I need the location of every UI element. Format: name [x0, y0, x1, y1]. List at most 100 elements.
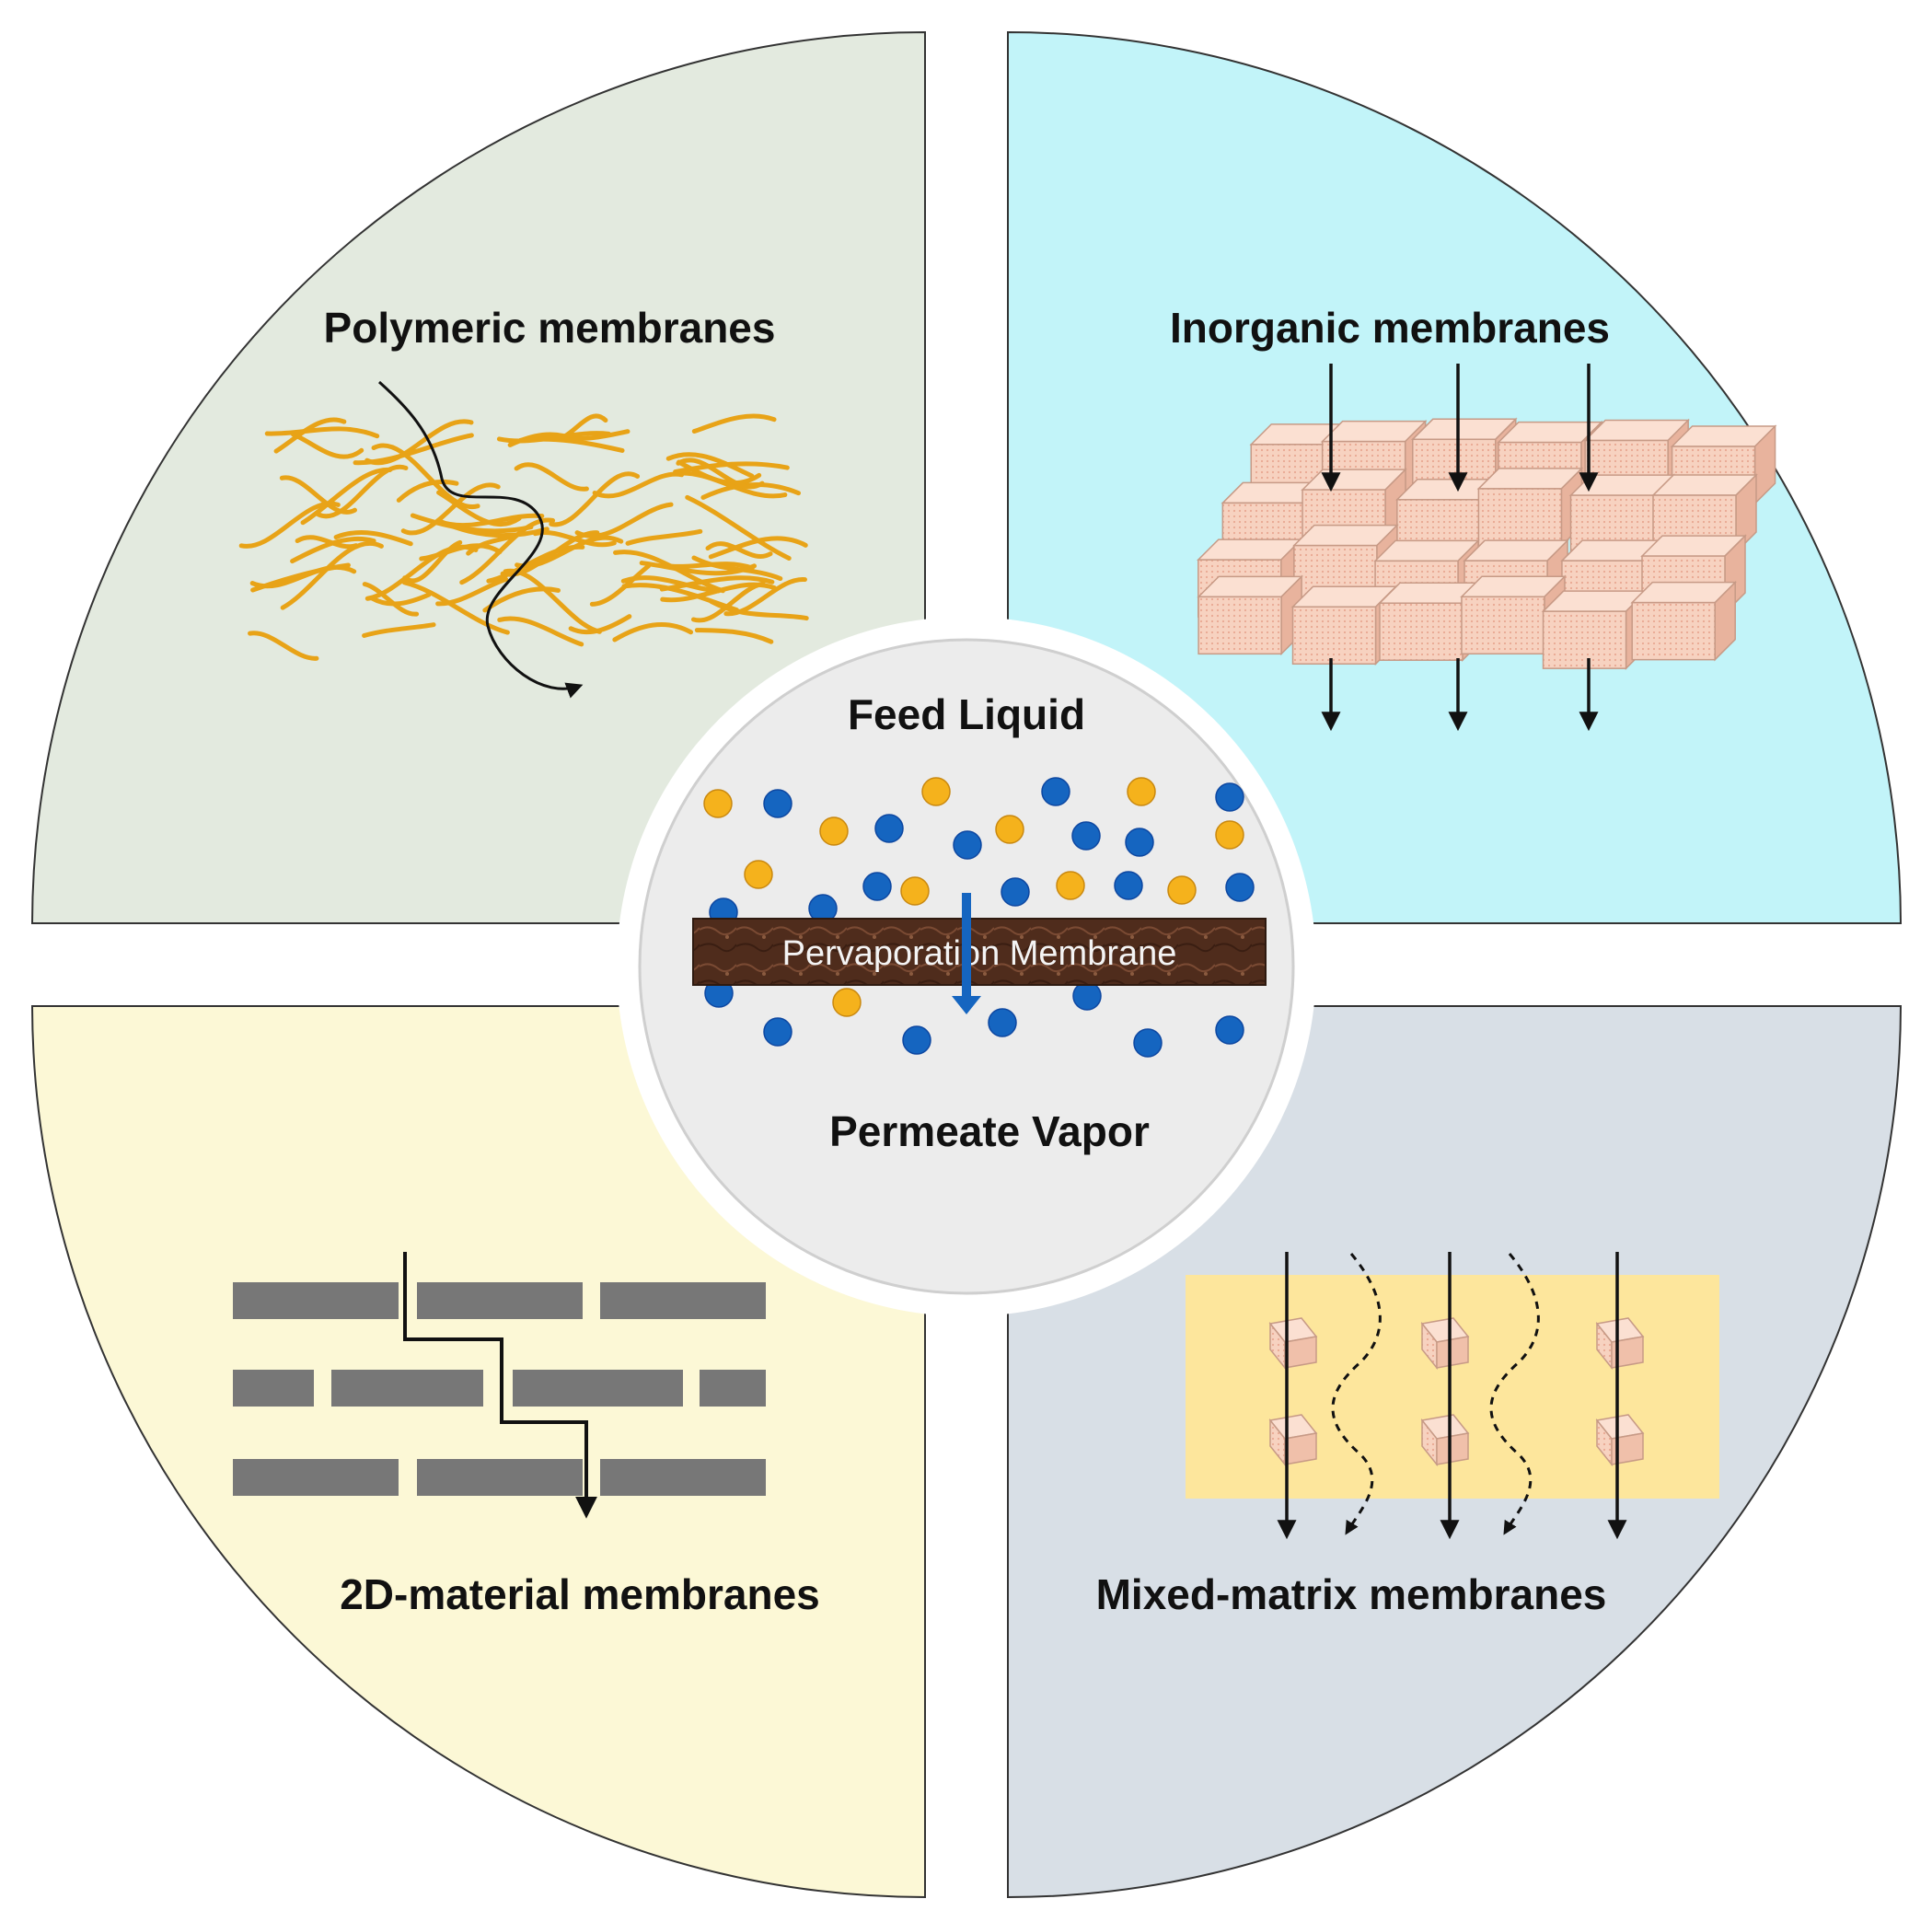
polymer-fiber [238, 501, 341, 549]
crystal-front [1477, 488, 1563, 547]
polymer-fiber [691, 413, 777, 434]
polymer-fiber [676, 457, 765, 490]
pervaporation-membrane-layer [692, 918, 1267, 986]
crystal-front [1461, 596, 1545, 655]
quadrant-polymeric [30, 30, 926, 924]
polymer-fiber [362, 582, 420, 617]
feed-molecule-orange [832, 988, 862, 1017]
feed-molecule-orange [921, 777, 951, 806]
polymer-fiber [316, 464, 409, 519]
water-molecule-blue [763, 789, 792, 818]
water-molecule-blue [862, 872, 892, 901]
water-molecule-blue [1072, 981, 1102, 1011]
filler-particle-front [1611, 1336, 1644, 1369]
polymer-fiber [592, 471, 685, 499]
water-molecule-blue [1215, 1015, 1244, 1045]
polymer-fiber [300, 468, 393, 526]
filler-particle-front [1436, 1336, 1469, 1369]
polymer-fiber [295, 535, 359, 550]
nanosheet [233, 1282, 399, 1319]
nanosheet [417, 1282, 583, 1319]
water-molecule-blue [1125, 828, 1154, 857]
mixed-matrix-fillers [1268, 1317, 1645, 1467]
water-molecule-blue [1041, 777, 1070, 806]
inorganic-crystal-layer [1196, 417, 1777, 670]
2d-nanosheet-stack [233, 1282, 766, 1496]
water-molecule-blue [988, 1008, 1017, 1037]
polymer-diffusion-path [378, 380, 584, 699]
feed-molecule-orange [703, 789, 733, 818]
feed-molecule-orange [1127, 777, 1156, 806]
crystal-front [1197, 596, 1282, 655]
filler-particle-front [1436, 1432, 1469, 1465]
water-molecule-blue [1225, 873, 1255, 902]
feed-molecule-orange [1215, 820, 1244, 850]
polymer-fiber [659, 575, 775, 592]
polymer-fiber [369, 592, 432, 607]
polymer-fiber [279, 475, 357, 515]
polymer-fiber [248, 631, 319, 661]
polymer-fiber [515, 535, 624, 569]
polymer-fiber [250, 562, 351, 593]
nanosheet [233, 1459, 399, 1496]
water-molecule-blue [874, 814, 904, 843]
nanosheet [417, 1459, 583, 1496]
nanosheet [600, 1459, 766, 1496]
polymer-fiber [705, 541, 773, 559]
polymer-fiber [549, 471, 641, 527]
pervaporation-membrane-label: Pervaporation Membrane [782, 934, 1177, 973]
polymer-fiber [574, 502, 674, 538]
dashed-flux-arrow [1331, 1253, 1382, 1535]
polymer-fiber [620, 575, 721, 594]
feed-molecule-orange [995, 815, 1024, 844]
water-molecule-blue [1071, 821, 1101, 851]
feed-molecule-orange [1056, 871, 1085, 900]
permeate-vapor-label: Permeate Vapor [829, 1107, 1150, 1155]
permeation-arrowhead-icon [952, 996, 981, 1014]
polymer-fiber [419, 543, 503, 562]
water-molecule-blue [1114, 871, 1143, 900]
water-molecule-blue [1001, 877, 1030, 907]
polymer-fiber [680, 470, 788, 499]
polymer-fiber [435, 576, 509, 607]
nanosheet [233, 1370, 314, 1407]
polymer-fiber [280, 541, 384, 610]
water-molecule-blue [1215, 782, 1244, 812]
polymer-fiber [401, 580, 510, 635]
polymer-fiber [708, 536, 808, 560]
polymer-fiber [362, 622, 436, 638]
nanosheet [700, 1370, 766, 1407]
polymer-fiber [685, 494, 792, 561]
polymer-fiber [723, 577, 807, 617]
polymer-fiber [612, 621, 694, 643]
filler-particle-front [1611, 1432, 1644, 1465]
mixed-matrix-polymer-phase [1186, 1275, 1719, 1499]
polymer-fiber [371, 443, 480, 510]
feed-molecule-orange [819, 816, 849, 846]
polymer-fiber [396, 479, 459, 503]
feed-molecule-orange [900, 876, 930, 906]
polymeric-title: Polymeric membranes [324, 304, 776, 352]
nanosheet [600, 1282, 766, 1319]
water-molecule-blue [763, 1017, 792, 1047]
crystal-front [1631, 601, 1716, 661]
polymer-fiber [625, 528, 703, 546]
polymer-fiber [589, 563, 651, 607]
polymer-fiber [514, 462, 589, 492]
feed-liquid-label: Feed Liquid [848, 690, 1085, 738]
polymer-fiber [290, 536, 376, 564]
mixed-matrix-title: Mixed-matrix membranes [1096, 1570, 1607, 1618]
nanosheet [331, 1370, 483, 1407]
polymer-fiber [691, 555, 783, 582]
polymer-fiber [402, 539, 463, 584]
polymer-fiber [436, 490, 522, 527]
water-molecule-blue [1133, 1028, 1163, 1058]
polymer-fiber [290, 432, 364, 459]
water-molecule-blue [953, 830, 982, 860]
nanosheet [513, 1370, 683, 1407]
polymer-fiber [400, 482, 501, 536]
2d-material-title: 2D-material membranes [340, 1570, 820, 1618]
polymer-fiber [353, 433, 474, 466]
polymer-fiber [459, 517, 556, 585]
